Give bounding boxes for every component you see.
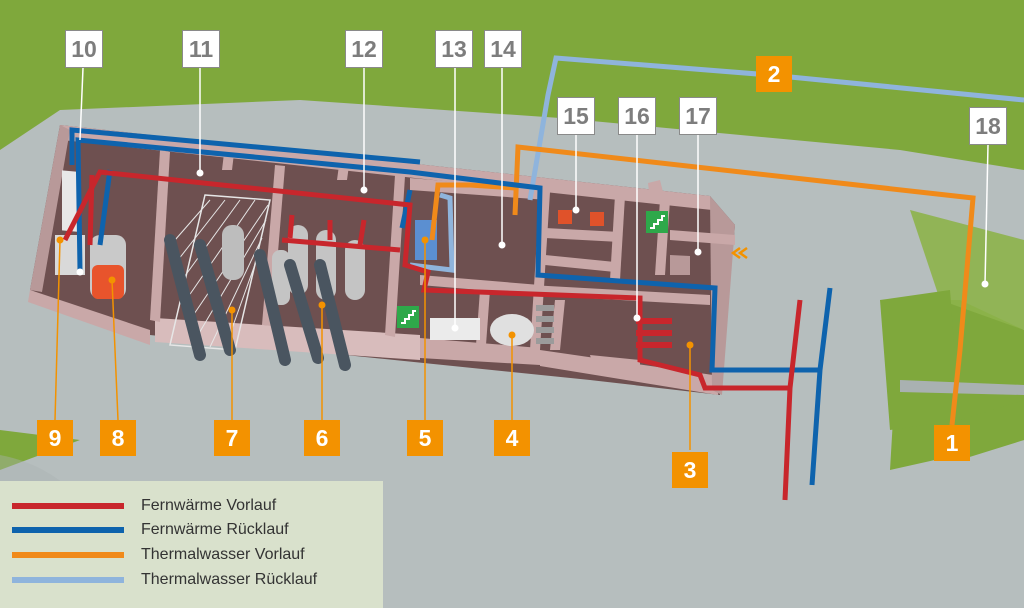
stairs-icon <box>397 306 419 328</box>
legend-item-fernwaerme-ruecklauf: Fernwärme Rücklauf <box>12 520 289 540</box>
thermalwasser-ruecklauf-pipes <box>409 55 1024 273</box>
label-4: 4 <box>494 420 530 456</box>
legend: Fernwärme Vorlauf Fernwärme Rücklauf The… <box>0 481 383 608</box>
tank <box>222 225 244 280</box>
label-6: 6 <box>304 420 340 456</box>
tank-4 <box>490 314 534 346</box>
label-16: 16 <box>618 97 656 135</box>
label-10: 10 <box>65 30 103 68</box>
stairs-icon <box>646 211 668 233</box>
legend-label: Fernwärme Vorlauf <box>141 497 277 514</box>
label-1: 1 <box>934 425 970 461</box>
legend-item-thermalwasser-ruecklauf: Thermalwasser Rücklauf <box>12 570 317 590</box>
equipment-box <box>558 210 572 224</box>
equipment <box>55 170 604 371</box>
legend-swatch <box>12 527 124 533</box>
fernwaerme-ruecklauf-pipes <box>69 127 833 486</box>
legend-item-thermalwasser-vorlauf: Thermalwasser Vorlauf <box>12 545 305 565</box>
entrance-arrow-icon <box>730 246 748 260</box>
label-7: 7 <box>214 420 250 456</box>
label-18: 18 <box>969 107 1007 145</box>
legend-label: Thermalwasser Vorlauf <box>141 546 305 563</box>
legend-swatch <box>12 552 124 558</box>
label-9: 9 <box>37 420 73 456</box>
label-14: 14 <box>484 30 522 68</box>
legend-swatch <box>12 577 124 583</box>
label-3: 3 <box>672 452 708 488</box>
label-12: 12 <box>345 30 383 68</box>
label-15: 15 <box>557 97 595 135</box>
fernwaerme-vorlauf-pipes <box>62 169 803 501</box>
label-2: 2 <box>756 56 792 92</box>
leader-lines <box>79 67 989 328</box>
legend-item-fernwaerme-vorlauf: Fernwärme Vorlauf <box>12 496 276 516</box>
label-17: 17 <box>679 97 717 135</box>
label-8: 8 <box>100 420 136 456</box>
tank <box>345 240 365 300</box>
label-11: 11 <box>182 30 220 68</box>
valve-group <box>636 318 672 348</box>
legend-swatch <box>12 503 124 509</box>
label-13: 13 <box>435 30 473 68</box>
thermalwasser-vorlauf-pipes <box>429 144 976 426</box>
label-5: 5 <box>407 420 443 456</box>
equipment-box <box>590 212 604 226</box>
building <box>28 125 735 395</box>
grass-patch <box>880 290 960 430</box>
legend-label: Fernwärme Rücklauf <box>141 521 289 538</box>
legend-label: Thermalwasser Rücklauf <box>141 571 318 588</box>
